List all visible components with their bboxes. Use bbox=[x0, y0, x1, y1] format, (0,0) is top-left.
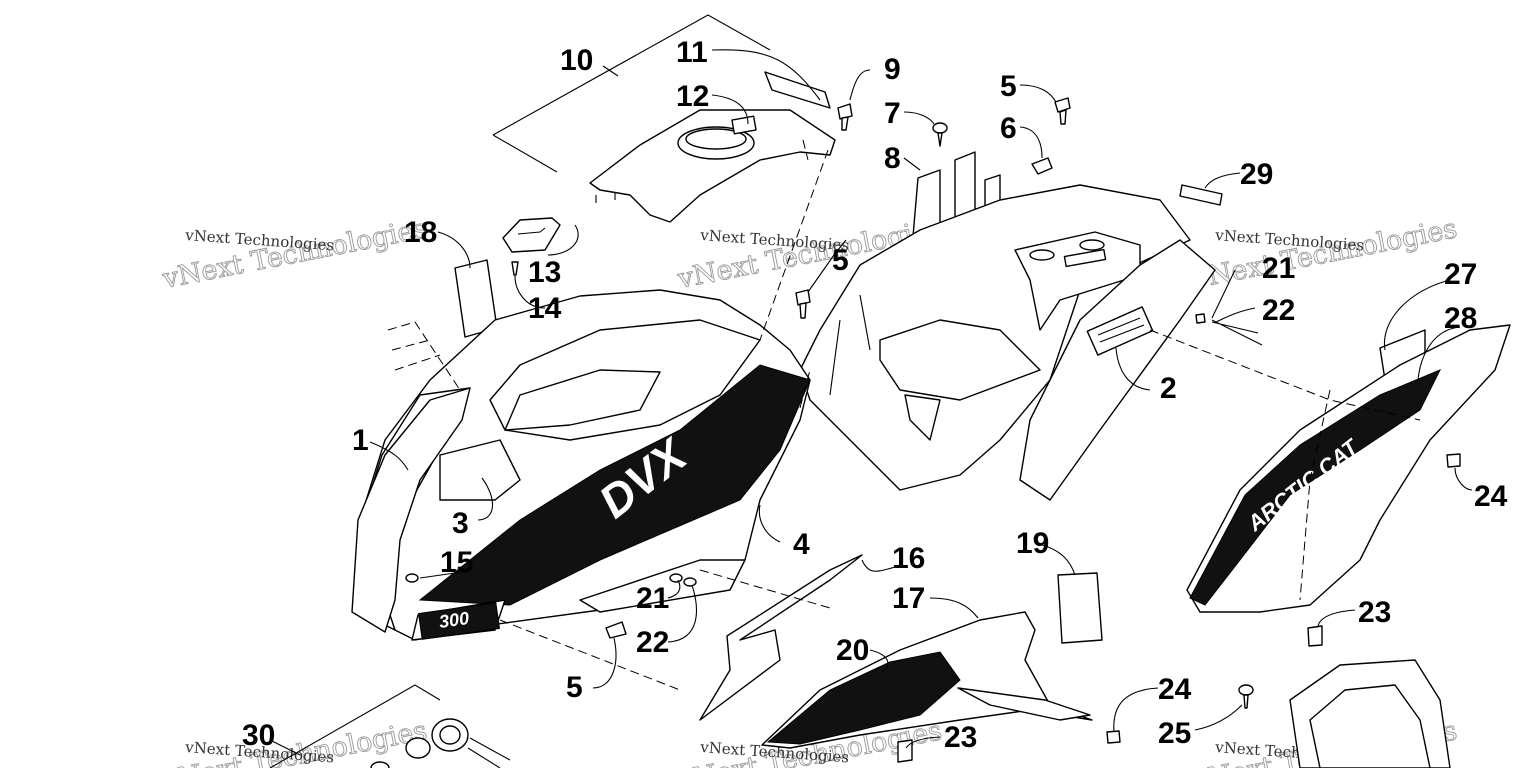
clip-23-right bbox=[1307, 625, 1323, 647]
headlight-kit-bracket bbox=[269, 684, 441, 768]
callout-28: 28 bbox=[1444, 302, 1477, 335]
callout-30: 30 bbox=[242, 719, 275, 752]
callout-5-top: 5 bbox=[1000, 70, 1017, 103]
watermark-1: vNext Technologies vNext Technologies bbox=[159, 213, 430, 296]
nut-6 bbox=[1031, 157, 1053, 175]
callout-20-text: 20 bbox=[836, 634, 869, 667]
svg-text:vNext Technologies: vNext Technologies bbox=[1189, 213, 1459, 295]
callout-23-lower: 23 bbox=[944, 721, 977, 754]
bolt-5-top bbox=[1054, 97, 1071, 125]
callout-22-front: 22 bbox=[636, 626, 669, 659]
callout-2: 2 bbox=[1160, 372, 1177, 405]
grommet-22-front bbox=[683, 577, 697, 587]
grommet-21-rear bbox=[1195, 313, 1206, 324]
callout-19: 19 bbox=[1016, 527, 1049, 560]
callout-5-lower: 5 bbox=[566, 671, 583, 704]
bolt-5-mid bbox=[795, 289, 811, 319]
callout-15: 15 bbox=[440, 546, 473, 579]
callout-22-rear: 22 bbox=[1262, 294, 1295, 327]
callout-13: 13 bbox=[528, 256, 561, 289]
decal-kit-bracket bbox=[492, 14, 771, 173]
grommet-21-front bbox=[669, 573, 683, 583]
headlight-assembly bbox=[370, 718, 511, 768]
rear-fender-panel bbox=[1019, 239, 1216, 501]
decal-11 bbox=[764, 71, 831, 109]
svg-text:vNext Technologies: vNext Technologies bbox=[159, 213, 429, 295]
watermark-3: vNext Technologies vNext Technologies bbox=[1189, 213, 1460, 296]
callout-6: 6 bbox=[1000, 112, 1017, 145]
rear-body-panel bbox=[799, 184, 1191, 491]
bolt-9 bbox=[837, 103, 853, 131]
rear-rack-panel bbox=[1289, 659, 1451, 768]
front-body-panel: 300 DVX bbox=[354, 289, 811, 641]
decal-19 bbox=[1057, 572, 1103, 644]
bolt-5-lower bbox=[605, 621, 627, 639]
bolt-24-right bbox=[1446, 453, 1461, 468]
decal-29 bbox=[1179, 184, 1223, 206]
callout-21-front: 21 bbox=[636, 582, 669, 615]
callout-11: 11 bbox=[676, 36, 708, 69]
switch-housing bbox=[502, 217, 561, 253]
callout-24-right: 24 bbox=[1474, 480, 1508, 513]
callout-7: 7 bbox=[884, 97, 901, 130]
model-badge: 300 bbox=[438, 608, 471, 632]
callout-16: 16 bbox=[892, 542, 925, 575]
callout-12: 12 bbox=[676, 80, 709, 113]
front-windscreen bbox=[351, 387, 471, 633]
callout-27: 27 bbox=[1444, 258, 1477, 291]
callout-25: 25 bbox=[1158, 717, 1191, 750]
callout-4: 4 bbox=[793, 528, 810, 561]
pin-22-rear bbox=[1211, 319, 1263, 346]
callout-10: 10 bbox=[560, 44, 593, 77]
fuel-tank-cover bbox=[589, 109, 836, 223]
watermark-4: vNext Technologies vNext Technologies bbox=[159, 715, 430, 768]
callout-23-right: 23 bbox=[1358, 596, 1391, 629]
right-side-panel: ARCTIC CAT bbox=[1186, 324, 1511, 613]
callout-24-lower: 24 bbox=[1158, 673, 1192, 706]
callout-9: 9 bbox=[884, 53, 901, 86]
callout-1: 1 bbox=[352, 424, 369, 457]
screw-7 bbox=[932, 122, 948, 147]
callout-21-rear: 21 bbox=[1262, 252, 1295, 285]
callouts: 10 11 12 9 7 8 8 5 6 29 18 13 14 5 21 22… bbox=[242, 36, 1508, 754]
callout-5-mid: 5 bbox=[832, 244, 849, 277]
leader-lines bbox=[269, 49, 1473, 756]
callout-29: 29 bbox=[1240, 158, 1273, 191]
screw-14 bbox=[511, 261, 519, 276]
callout-17: 17 bbox=[892, 582, 925, 615]
assembly-dashes bbox=[387, 139, 1421, 691]
screw-25 bbox=[1238, 684, 1254, 709]
callout-8-label: 8 bbox=[884, 142, 901, 175]
trim-strip-16 bbox=[699, 554, 863, 721]
clip-23-lower bbox=[897, 739, 913, 763]
front-fender bbox=[761, 611, 1093, 749]
callout-3: 3 bbox=[452, 507, 469, 540]
bolt-24-lower bbox=[1106, 730, 1121, 744]
callout-14: 14 bbox=[528, 292, 562, 325]
callout-18: 18 bbox=[404, 216, 437, 249]
